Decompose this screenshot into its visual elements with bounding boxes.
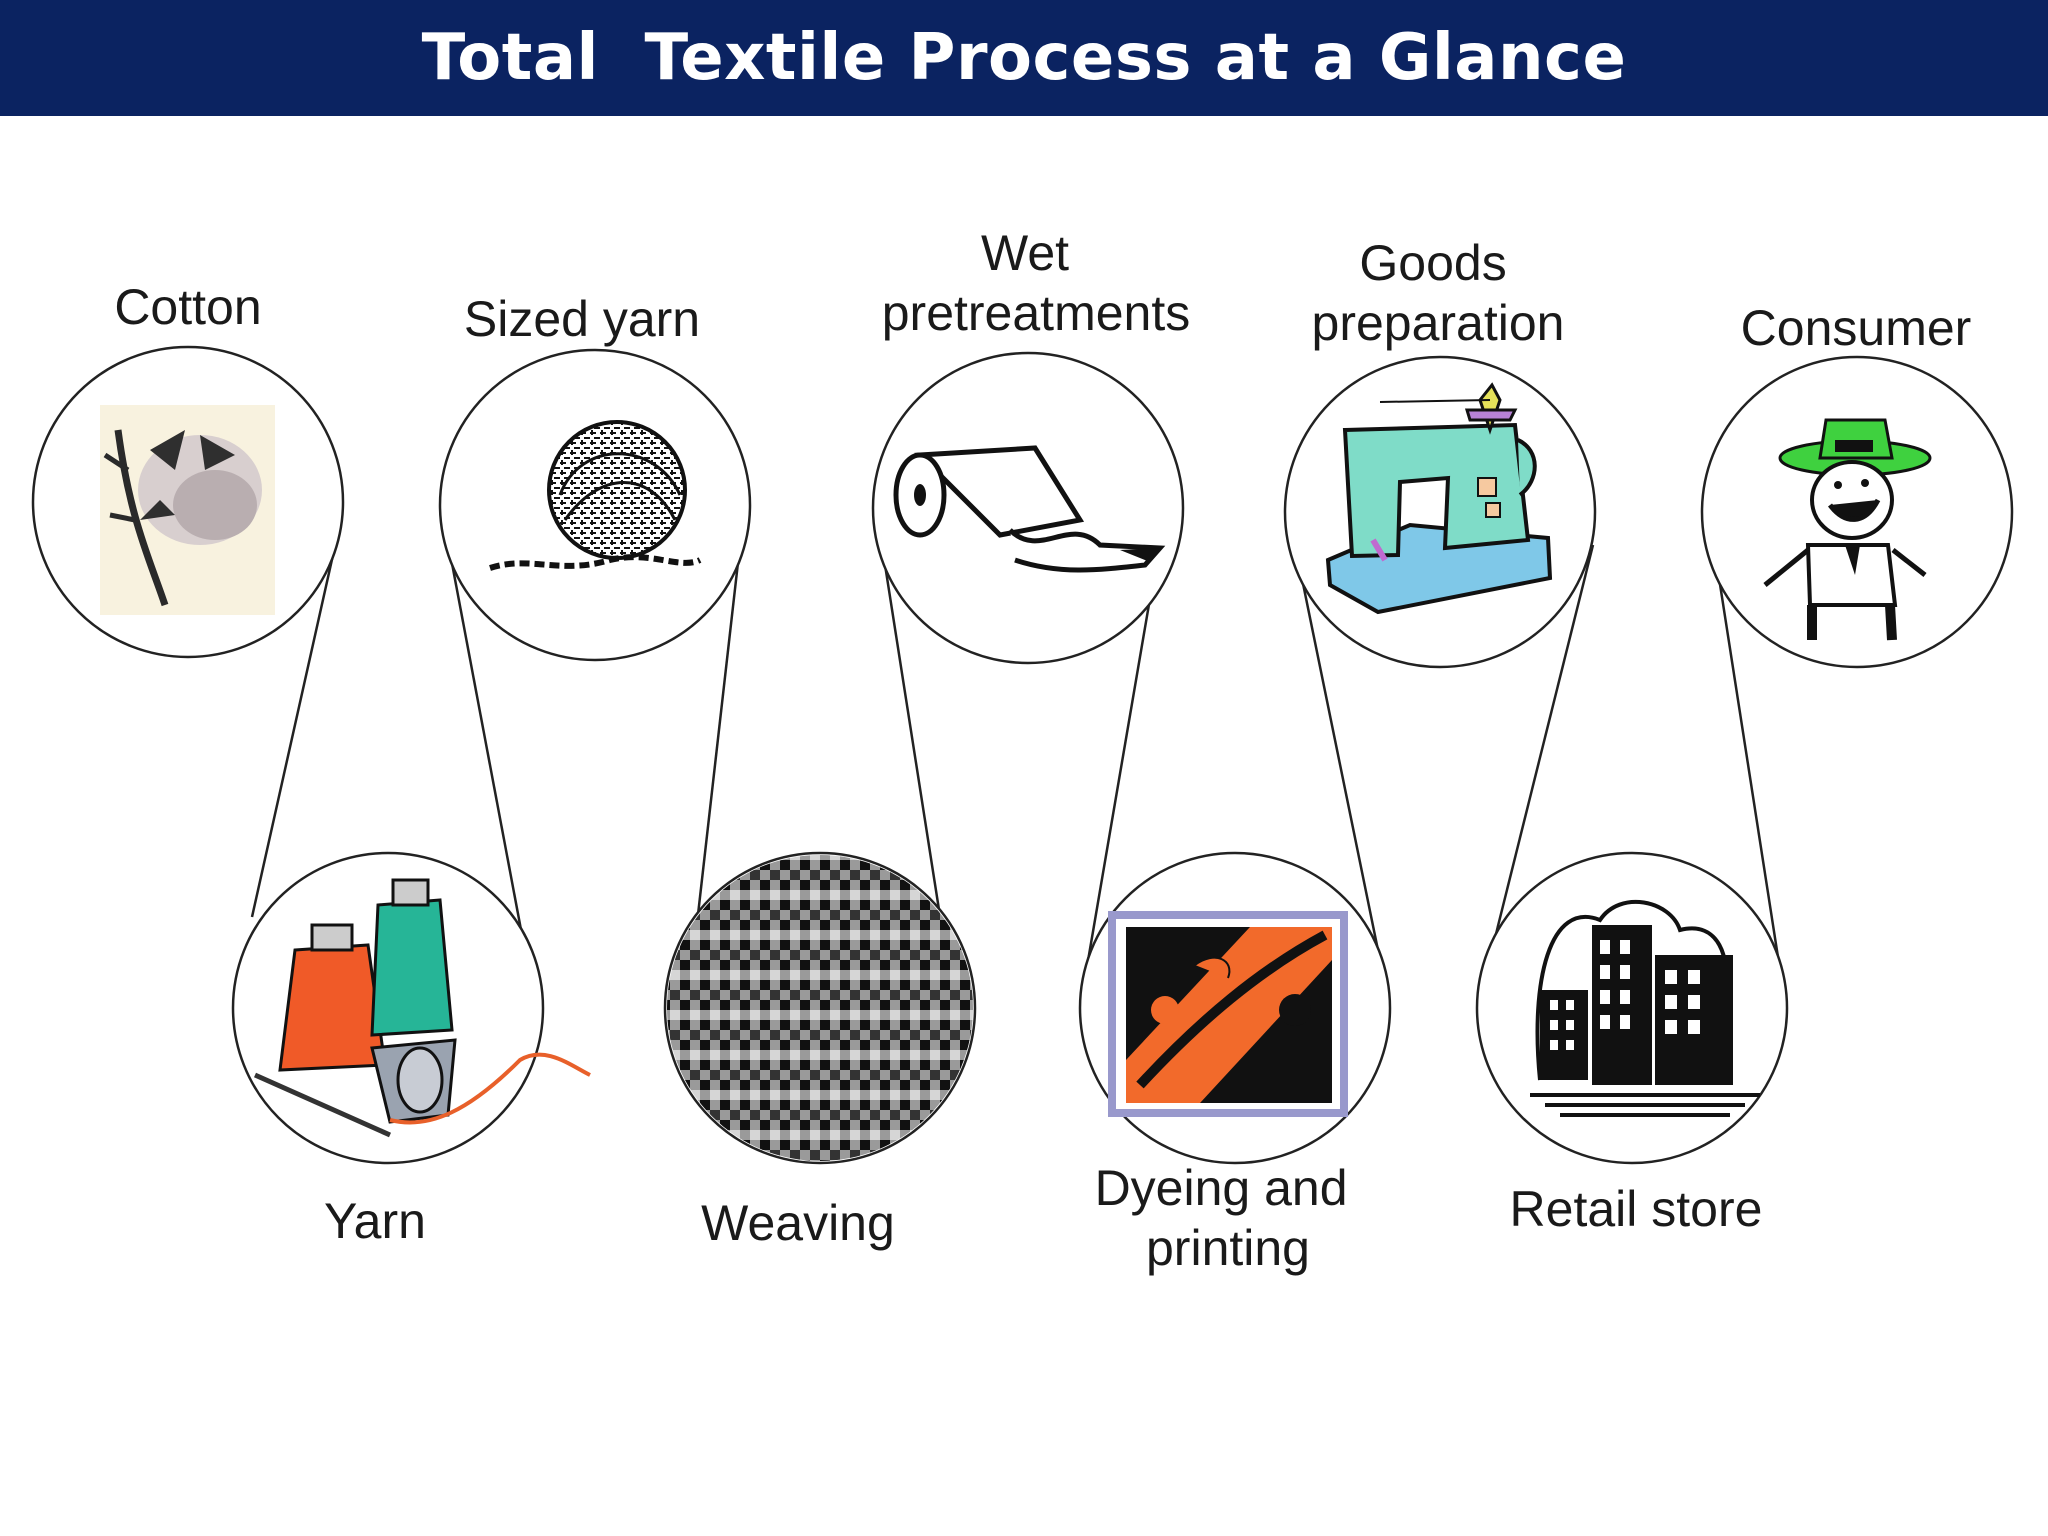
printed-fabric-icon [1112,915,1344,1113]
stage-sized-yarn: Sized yarn [440,291,750,660]
stage-label-sized-yarn: Sized yarn [464,291,700,347]
stage-yarn: Yarn [233,853,590,1249]
cotton-boll-icon [100,405,275,615]
stage-weaving: Weaving [665,853,975,1251]
stage-label-goods-preparation: Goods preparation [1312,235,1565,351]
stage-label-cotton: Cotton [114,279,261,335]
stage-circle [1285,357,1595,667]
stage-consumer: Consumer [1702,300,2012,667]
stage-retail-store: Retail store [1477,853,1787,1237]
stage-label-dyeing-printing: Dyeing and printing [1095,1160,1362,1276]
stage-label-wet-pretreatments: Wet pretreatments [882,225,1190,341]
stage-label-consumer: Consumer [1741,300,1972,356]
stage-label-weaving: Weaving [701,1195,895,1251]
stage-label-retail-store: Retail store [1510,1181,1763,1237]
stage-cotton: Cotton [33,279,343,657]
stage-dyeing-printing: Dyeing and printing [1080,853,1390,1276]
stage-label-yarn: Yarn [324,1193,426,1249]
stage-wet-pretreatments: Wet pretreatments [873,225,1190,663]
stage-goods-preparation: Goods preparation [1285,235,1595,667]
